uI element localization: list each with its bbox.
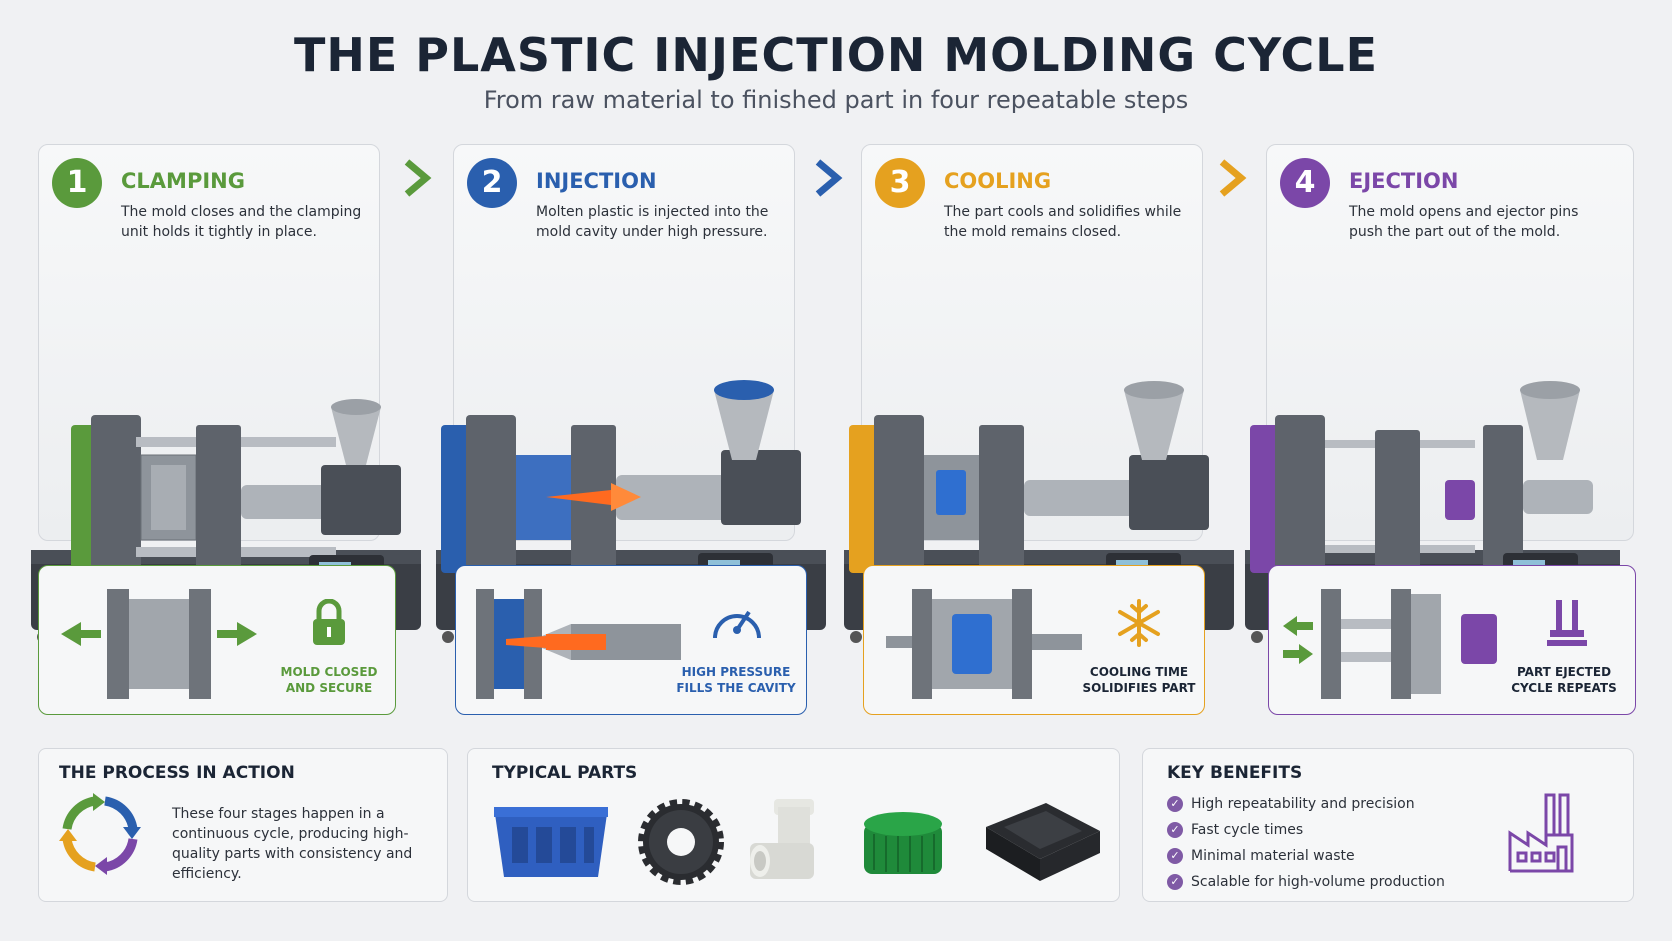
detail-label: COOLING TIME SOLIDIFIES PART bbox=[1074, 664, 1204, 696]
detail-box-injection: HIGH PRESSURE FILLS THE CAVITY bbox=[455, 565, 807, 715]
section-text: These four stages happen in a continuous… bbox=[172, 806, 413, 882]
stage-title: CLAMPING bbox=[121, 169, 245, 193]
detail-label-line2: CYCLE REPEATS bbox=[1511, 681, 1617, 695]
page-subtitle: From raw material to finished part in fo… bbox=[483, 86, 1189, 114]
stage-description: The mold closes and the clamping unit ho… bbox=[121, 204, 362, 240]
gauge-icon bbox=[713, 610, 761, 639]
stage-panel-ejection: 4 EJECTION The mold opens and ejector pi… bbox=[1245, 144, 1634, 643]
chevron-right-icon bbox=[1219, 159, 1247, 197]
injection-mold-diagram bbox=[476, 589, 681, 699]
stage-title: EJECTION bbox=[1349, 169, 1459, 193]
benefit-text: Minimal material waste bbox=[1191, 848, 1355, 864]
detail-label-line1: PART EJECTED bbox=[1516, 665, 1612, 679]
stage-description: Molten plastic is injected into the mold… bbox=[536, 204, 769, 240]
detail-label-line2: SOLIDIFIES PART bbox=[1082, 681, 1196, 695]
page-title: THE PLASTIC INJECTION MOLDING CYCLE bbox=[293, 28, 1379, 82]
stage-panel-cooling: 3 COOLING The part cools and solidifies … bbox=[844, 144, 1234, 643]
process-in-action-panel: THE PROCESS IN ACTION These four stages … bbox=[38, 748, 448, 902]
snowflake-icon bbox=[1118, 599, 1160, 647]
stage-title: COOLING bbox=[944, 169, 1052, 193]
benefit-item: ✓ Minimal material waste bbox=[1167, 848, 1355, 864]
clamping-mold-diagram bbox=[61, 589, 257, 699]
detail-label-line2: FILLS THE CAVITY bbox=[676, 681, 796, 695]
section-title: TYPICAL PARTS bbox=[492, 763, 638, 783]
section-title: THE PROCESS IN ACTION bbox=[59, 763, 295, 783]
stage-number-badge: 3 bbox=[875, 158, 925, 208]
housing-icon bbox=[986, 803, 1100, 881]
detail-label: MOLD CLOSED AND SECURE bbox=[269, 664, 389, 696]
detail-box-cooling: COOLING TIME SOLIDIFIES PART bbox=[863, 565, 1205, 715]
detail-label-line1: HIGH PRESSURE bbox=[681, 665, 791, 679]
stage-description: The part cools and solidifies while the … bbox=[944, 204, 1182, 240]
detail-label: PART EJECTED CYCLE REPEATS bbox=[1499, 664, 1629, 696]
detail-box-clamping: MOLD CLOSED AND SECURE bbox=[38, 565, 396, 715]
stage-number-badge: 2 bbox=[467, 158, 517, 208]
typical-parts-panel: TYPICAL PARTS bbox=[467, 748, 1120, 902]
ejector-pin-icon bbox=[1547, 600, 1587, 646]
stage-panel-clamping: 1 CLAMPING The mold closes and the clamp… bbox=[31, 144, 421, 643]
check-icon: ✓ bbox=[1167, 796, 1183, 812]
cycle-arrows-icon bbox=[59, 793, 141, 875]
benefit-text: Fast cycle times bbox=[1191, 822, 1304, 838]
cooling-mold-diagram bbox=[886, 589, 1082, 699]
bottle-cap-icon bbox=[864, 812, 942, 874]
chevron-right-icon bbox=[815, 159, 843, 197]
stage-number-badge: 4 bbox=[1280, 158, 1330, 208]
detail-label-line2: AND SECURE bbox=[285, 681, 373, 695]
benefit-text: Scalable for high-volume production bbox=[1191, 874, 1445, 890]
detail-label: HIGH PRESSURE FILLS THE CAVITY bbox=[671, 664, 801, 696]
stage-panel-injection: 2 INJECTION Molten plastic is injected i… bbox=[436, 144, 826, 643]
check-icon: ✓ bbox=[1167, 874, 1183, 890]
benefit-item: ✓ Scalable for high-volume production bbox=[1167, 874, 1445, 890]
stage-title: INJECTION bbox=[536, 169, 657, 193]
pipe-tee-icon bbox=[750, 799, 814, 879]
chevron-right-icon bbox=[404, 159, 432, 197]
section-title: KEY BENEFITS bbox=[1167, 763, 1303, 783]
ejection-mold-diagram bbox=[1283, 589, 1497, 699]
check-icon: ✓ bbox=[1167, 822, 1183, 838]
crate-icon bbox=[494, 807, 608, 877]
benefit-text: High repeatability and precision bbox=[1191, 796, 1415, 812]
factory-icon bbox=[1508, 793, 1574, 873]
benefit-item: ✓ Fast cycle times bbox=[1167, 822, 1303, 838]
detail-label-line1: MOLD CLOSED bbox=[280, 665, 378, 679]
detail-box-ejection: PART EJECTED CYCLE REPEATS bbox=[1268, 565, 1636, 715]
gear-icon bbox=[638, 799, 724, 885]
lock-icon bbox=[313, 599, 345, 645]
detail-label-line1: COOLING TIME bbox=[1089, 665, 1189, 679]
check-icon: ✓ bbox=[1167, 848, 1183, 864]
key-benefits-panel: KEY BENEFITS ✓ High repeatability and pre… bbox=[1142, 748, 1634, 902]
stage-description: The mold opens and ejector pins push the… bbox=[1349, 204, 1579, 240]
stage-number-badge: 1 bbox=[52, 158, 102, 208]
benefit-item: ✓ High repeatability and precision bbox=[1167, 796, 1415, 812]
